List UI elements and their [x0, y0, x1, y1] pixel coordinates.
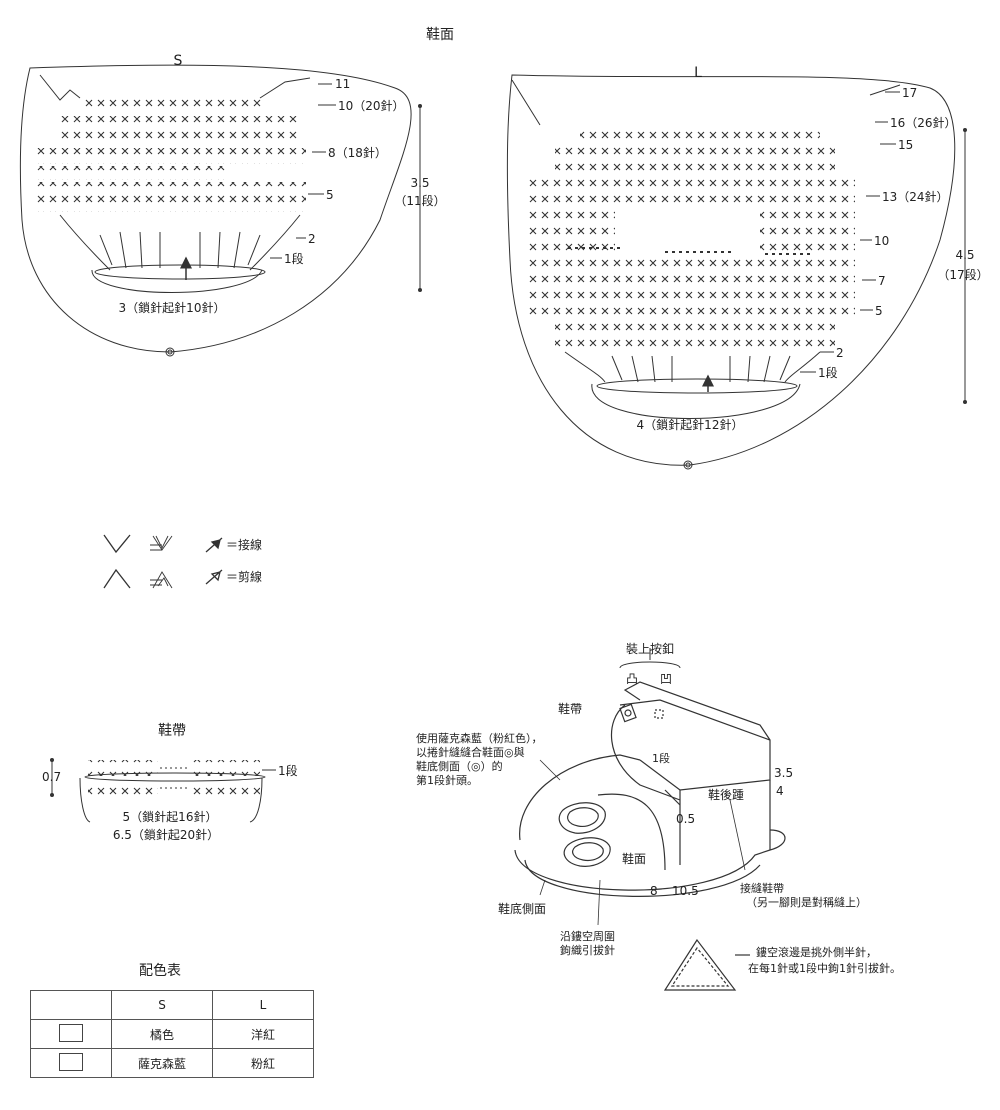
strap-height: 0.7: [42, 770, 62, 784]
length-l: 10.5: [672, 884, 699, 898]
increase-expanded-symbol: [152, 535, 173, 551]
attach-strap-line-2: （另一腳則是對稱縫上）: [746, 896, 867, 909]
s-height-rows: （11段）: [394, 194, 446, 208]
strap-title: 鞋帶: [158, 723, 186, 739]
upper-title: 鞋面: [426, 27, 454, 43]
s-row-2: 2: [308, 232, 316, 246]
upper-s-outline: [19, 64, 412, 353]
s-base: 3（鎖針起針10針）: [118, 301, 226, 315]
size-l-label: L: [694, 65, 702, 81]
color-swatch: [59, 1023, 83, 1042]
color-s-value: 薩克森藍: [111, 1048, 213, 1078]
around-hollow-line-1: 沿鏤空周圍: [560, 930, 615, 943]
strap-chart: [50, 758, 276, 823]
legend-cut-yarn: ＝剪線: [226, 570, 263, 584]
sew-note-line-4: 第1段針頭。: [416, 774, 478, 787]
assembly-row-1: 1段: [652, 752, 670, 765]
legend-join-yarn: ＝接線: [226, 538, 263, 552]
symbol-legend: [103, 534, 223, 589]
hollow-note-line-2: 在每1針或1段中鉤1針引拔針。: [748, 962, 901, 975]
color-table-header-s: S: [111, 990, 213, 1020]
s-row-8: 8（18針）: [328, 146, 387, 160]
strap-width-l: 6.5（鎖針起20針）: [112, 828, 220, 842]
decrease-symbol: [103, 568, 131, 589]
upper-s-chart: [19, 64, 422, 357]
strap-row-1: 1段: [278, 764, 298, 778]
l-height: 4.5: [955, 248, 975, 262]
l-height-rows: （17段）: [937, 268, 989, 282]
upper-l-outline: [506, 74, 956, 466]
snap-convex: 凸: [626, 672, 639, 686]
strap-width-s: 5（鎖針起16針）: [122, 810, 218, 824]
color-l-value: 粉紅: [212, 1048, 314, 1078]
shoe-assembly-illustration: [514, 648, 786, 991]
attach-strap-line-1: 接縫鞋帶: [740, 882, 784, 895]
l-row-7: 7: [878, 274, 886, 288]
l-row-17: 17: [902, 86, 918, 100]
upper-l-chart: [506, 74, 967, 470]
cut-yarn-symbol: [205, 569, 223, 585]
color-swatch-cell: [30, 1019, 112, 1049]
s-height: 3.5: [410, 176, 430, 190]
s-row-10: 10（20針）: [338, 99, 405, 113]
sew-note-line-1: 使用薩克森藍（粉紅色），: [416, 732, 543, 745]
heel-height-s: 3.5: [774, 766, 794, 780]
color-table-header-l: L: [212, 990, 314, 1020]
l-row-15: 15: [898, 138, 914, 152]
heel-height-l: 4: [776, 784, 784, 798]
color-swatch-cell: [30, 1048, 112, 1078]
color-table-title: 配色表: [139, 963, 181, 979]
heel-label: 鞋後踵: [708, 788, 745, 802]
color-swatch: [59, 1052, 83, 1071]
s-row-1: 1段: [284, 252, 304, 266]
join-yarn-symbol: [205, 537, 223, 553]
l-row-1: 1段: [818, 366, 838, 380]
color-table-row: 橘色 洋紅: [30, 1019, 314, 1049]
gap-label: 0.5: [676, 812, 696, 826]
l-row-10: 10: [874, 234, 890, 248]
s-row-11: 11: [335, 77, 351, 91]
sew-note-line-2: 以捲針縫縫合鞋面◎與: [416, 746, 525, 759]
sole-side-label: 鞋底側面: [498, 902, 547, 916]
around-hollow-line-2: 鉤織引拔針: [560, 944, 615, 957]
snap-concave: 凹: [660, 672, 673, 686]
sew-note-line-3: 鞋底側面（◎）的: [416, 760, 503, 773]
color-table-header-blank: [30, 990, 112, 1020]
l-base: 4（鎖針起針12針）: [636, 418, 744, 432]
s-row-5: 5: [326, 188, 334, 202]
color-table: S L 橘色 洋紅 薩克森藍 粉紅: [30, 990, 314, 1078]
l-row-16: 16（26針）: [890, 116, 957, 130]
l-row-5: 5: [875, 304, 883, 318]
decrease-expanded-symbol: [152, 571, 173, 589]
assembly-strap-label: 鞋帶: [558, 702, 583, 716]
length-s: 8: [650, 884, 658, 898]
color-l-value: 洋紅: [212, 1019, 314, 1049]
snap-title: 裝上按釦: [625, 642, 675, 656]
l-row-13: 13（24針）: [882, 190, 949, 204]
color-s-value: 橘色: [111, 1019, 213, 1049]
size-s-label: S: [173, 53, 183, 69]
color-table-header: S L: [30, 990, 314, 1020]
color-table-row: 薩克森藍 粉紅: [30, 1048, 314, 1078]
hollow-note-line-1: 鏤空滾邊是挑外側半針，: [756, 946, 877, 959]
l-row-2: 2: [836, 346, 844, 360]
assembly-upper-label: 鞋面: [622, 852, 647, 866]
increase-symbol: [103, 534, 131, 554]
